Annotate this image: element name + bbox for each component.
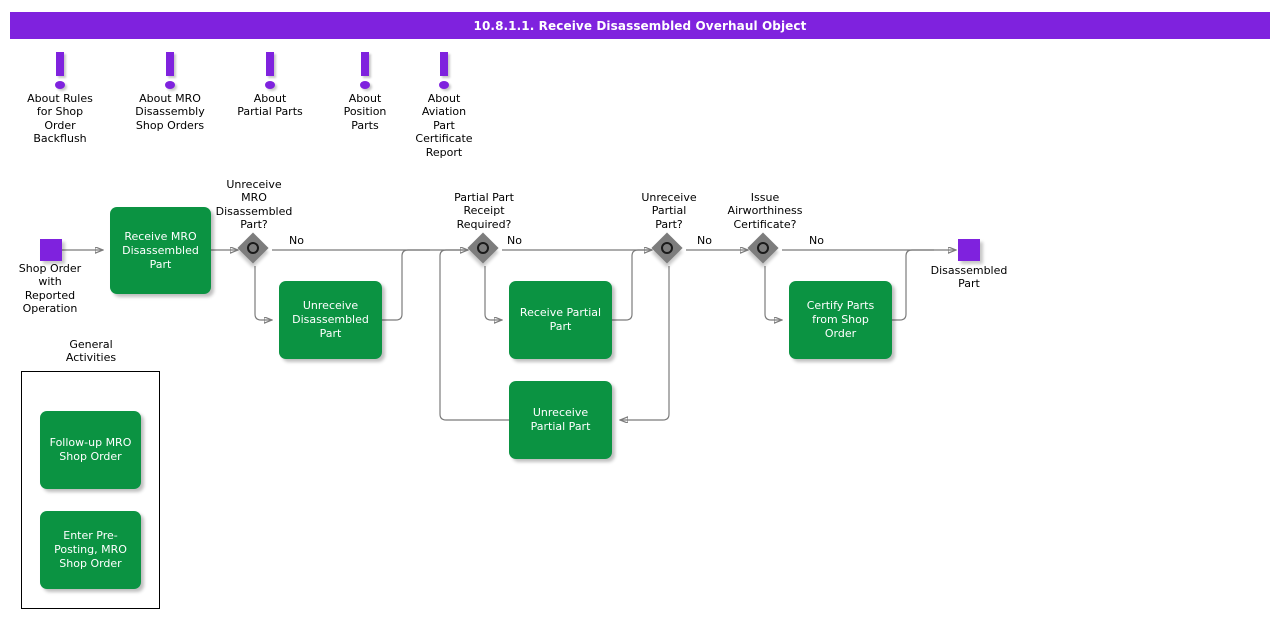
task-label: Follow-up MRO Shop Order: [49, 436, 132, 463]
exclamation-dot: [165, 81, 175, 89]
gateway-label-partial-part-receipt-required: Partial Part Receipt Required?: [454, 191, 514, 231]
exclamation-bar: [56, 52, 64, 76]
task-certify-parts-from-shop-order[interactable]: Certify Parts from Shop Order: [789, 281, 892, 359]
exclamation-icon: [389, 50, 499, 92]
gateway-issue-airworthiness-certificate[interactable]: [747, 232, 781, 266]
task-label: Enter Pre- Posting, MRO Shop Order: [54, 529, 127, 570]
general-activities-title: General Activities: [65, 338, 117, 365]
task-receive-mro-disassembled-part[interactable]: Receive MRO Disassembled Part: [110, 207, 211, 294]
exclamation-dot: [265, 81, 275, 89]
edge-label-no-partial-part-receipt: No: [507, 234, 522, 247]
exclamation-dot: [55, 81, 65, 89]
edge-label-no-unreceive-partial: No: [697, 234, 712, 247]
gateway-event-ring-icon: [477, 242, 489, 254]
task-label: Unreceive Partial Part: [530, 406, 591, 433]
exclamation-dot: [360, 81, 370, 89]
exclamation-icon: [5, 50, 115, 92]
gateway-event-ring-icon: [247, 242, 259, 254]
info-marker-label: About Rules for Shop Order Backflush: [27, 92, 93, 146]
gateway-label-unreceive-partial-part: Unreceive Partial Part?: [641, 191, 697, 231]
edge-label-no-unreceive-mro: No: [289, 234, 304, 247]
gateway-unreceive-partial-part[interactable]: [651, 232, 685, 266]
exclamation-bar: [440, 52, 448, 76]
start-node-label: Shop Order with Reported Operation: [18, 262, 82, 316]
exclamation-icon: [310, 50, 420, 92]
exclamation-dot: [439, 81, 449, 89]
info-marker-label: About MRO Disassembly Shop Orders: [135, 92, 205, 132]
info-marker-rules-shop-order-backflush[interactable]: About Rules for Shop Order Backflush: [5, 50, 115, 146]
task-label: Certify Parts from Shop Order: [806, 299, 875, 340]
edge-label-no-airworthiness: No: [809, 234, 824, 247]
page-title-bar: 10.8.1.1. Receive Disassembled Overhaul …: [10, 12, 1270, 39]
general-activities-group: [21, 371, 160, 609]
task-follow-up-mro-shop-order[interactable]: Follow-up MRO Shop Order: [40, 411, 141, 489]
task-label: Unreceive Disassembled Part: [292, 299, 369, 340]
task-unreceive-partial-part[interactable]: Unreceive Partial Part: [509, 381, 612, 459]
gateway-unreceive-mro-disassembled-part[interactable]: [237, 232, 271, 266]
info-marker-label: About Partial Parts: [237, 92, 303, 119]
info-marker-partial-parts[interactable]: About Partial Parts: [215, 50, 325, 119]
task-label: Receive MRO Disassembled Part: [122, 229, 199, 271]
gateway-partial-part-receipt-required[interactable]: [467, 232, 501, 266]
info-marker-label: About Aviation Part Certificate Report: [415, 92, 473, 159]
info-marker-label: About Position Parts: [343, 92, 387, 132]
info-marker-aviation-part-certificate-report[interactable]: About Aviation Part Certificate Report: [389, 50, 499, 159]
task-receive-partial-part[interactable]: Receive Partial Part: [509, 281, 612, 359]
exclamation-bar: [166, 52, 174, 76]
gateway-event-ring-icon: [757, 242, 769, 254]
info-marker-position-parts[interactable]: About Position Parts: [310, 50, 420, 132]
exclamation-bar: [361, 52, 369, 76]
gateway-event-ring-icon: [661, 242, 673, 254]
exclamation-icon: [115, 50, 225, 92]
exclamation-icon: [215, 50, 325, 92]
start-node[interactable]: [40, 239, 62, 261]
end-node[interactable]: [958, 239, 980, 261]
task-unreceive-disassembled-part[interactable]: Unreceive Disassembled Part: [279, 281, 382, 359]
page-title: 10.8.1.1. Receive Disassembled Overhaul …: [473, 18, 807, 33]
task-enter-pre-posting-mro-shop-order[interactable]: Enter Pre- Posting, MRO Shop Order: [40, 511, 141, 589]
exclamation-bar: [266, 52, 274, 76]
info-marker-mro-disassembly-shop-orders[interactable]: About MRO Disassembly Shop Orders: [115, 50, 225, 132]
gateway-label-unreceive-mro-disassembled-part: Unreceive MRO Disassembled Part?: [215, 178, 293, 232]
task-label: Receive Partial Part: [519, 306, 602, 333]
gateway-label-issue-airworthiness-certificate: Issue Airworthiness Certificate?: [727, 191, 803, 231]
end-node-label: Disassembled Part: [930, 264, 1008, 291]
